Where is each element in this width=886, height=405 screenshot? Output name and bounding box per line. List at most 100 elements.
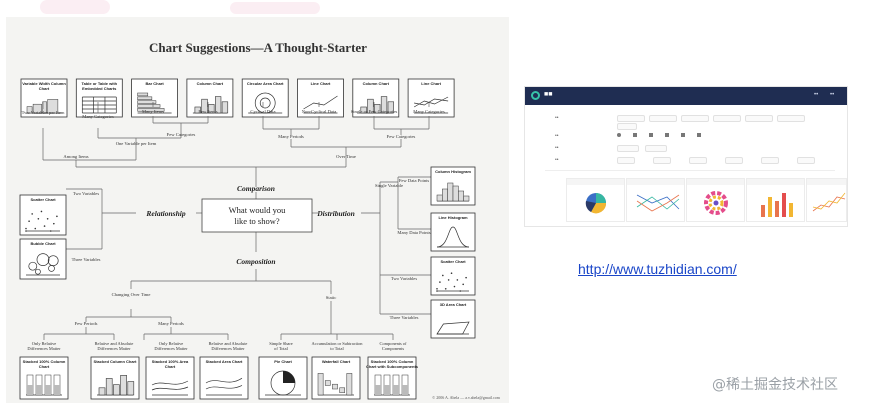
- screenshot-filter-pill: [649, 115, 677, 122]
- thumb-bar: [47, 99, 59, 114]
- chart-type-icon: [617, 133, 621, 137]
- line-thumb-icon: [812, 192, 846, 212]
- thumb-point: [40, 210, 43, 213]
- top-chart-box-2-title: Embedded Charts: [82, 86, 117, 91]
- thumb-bar: [215, 96, 222, 114]
- thumb-bar: [221, 101, 229, 114]
- top-chart-box-3-title: Bar Chart: [145, 81, 164, 86]
- distribution-chart-box-3-title: Scatter Chart: [440, 259, 466, 264]
- thumb-bar: [113, 384, 120, 396]
- thumb-bar-segment: [402, 385, 408, 395]
- sunburst-thumb-icon: [704, 191, 728, 215]
- thumb-bar: [447, 182, 454, 202]
- thumb-card-pie[interactable]: [566, 178, 625, 222]
- thumb-bar: [332, 383, 338, 390]
- screenshot-filter-pill: [745, 115, 773, 122]
- thumb-point: [465, 276, 467, 279]
- composition-leaf-label-1: Differences Matter: [27, 346, 61, 351]
- thumb-bar: [137, 96, 153, 100]
- screenshot-nav-mark-2: ••: [830, 92, 835, 98]
- tuzhidian-link[interactable]: http://www.tuzhidian.com/: [578, 261, 737, 277]
- thumb-card-parallel[interactable]: [626, 178, 685, 222]
- thumb-bar: [105, 378, 113, 396]
- thumb-bar: [452, 185, 459, 202]
- screenshot-brand-mark: ■■: [544, 91, 553, 98]
- thumb-point: [28, 220, 30, 223]
- card-header: [627, 179, 684, 185]
- relationship-scatter-box-title: Scatter Chart: [30, 197, 56, 202]
- thumb-point: [459, 290, 462, 292]
- branch-composition: Composition: [236, 257, 275, 266]
- label-few-categories-2: Few Categories: [387, 134, 416, 139]
- chart-type-icon: [681, 133, 685, 137]
- screenshot-row-2: ••: [555, 133, 559, 139]
- screenshot-row-4: ••: [555, 157, 559, 163]
- thumb-card-sunburst[interactable]: [686, 178, 745, 222]
- thumb-bar: [26, 106, 33, 114]
- distribution-chart-box-2-title: Line Histogram: [438, 215, 468, 220]
- label-few-data-points: Few Data Points: [399, 178, 430, 183]
- thumb-area: [436, 321, 470, 335]
- label-among-items: Among Items: [63, 154, 88, 159]
- composition-chart-box-3-title: Stacked 100% Area: [152, 359, 189, 364]
- composition-chart-box-6-title: Waterfall Chart: [322, 359, 351, 364]
- thumb-bar: [137, 100, 157, 104]
- thumb-point: [447, 279, 450, 281]
- label-two-variables: Two Variables: [73, 191, 99, 196]
- thumb-bar: [98, 387, 106, 396]
- composition-chart-box-7-title: Stacked 100% Column: [371, 359, 414, 364]
- thumb-card-bar[interactable]: [746, 178, 805, 222]
- composition-leaf-label-1: Only Relative: [32, 341, 57, 346]
- divider: [545, 170, 835, 171]
- chart-type-icon: [665, 133, 669, 137]
- thumb-point: [25, 227, 27, 230]
- thumb-bar-segment: [36, 385, 42, 395]
- branch-relationship: Relationship: [145, 209, 185, 218]
- thumb-bar: [463, 195, 470, 202]
- thumb-curve: [436, 226, 470, 248]
- thumb-bar: [208, 104, 215, 114]
- parallel-thumb-icon: [636, 194, 680, 212]
- composition-chart-box-5-title: Pie Chart: [274, 359, 292, 364]
- label-single-variable: Single Variable: [375, 183, 403, 188]
- thumb-card-line[interactable]: [806, 178, 847, 222]
- thumb-bar: [317, 373, 324, 396]
- composition-leaf-label-5: of Total: [274, 346, 288, 351]
- composition-leaf-label-3: Differences Matter: [154, 346, 188, 351]
- bar-thumb-icon: [761, 193, 793, 217]
- thumb-bar-segment: [54, 385, 60, 395]
- label-changing-over-time: Changing Over Time: [112, 292, 151, 297]
- composition-chart-box-4: [199, 356, 249, 400]
- pie-thumb-icon: [585, 193, 607, 214]
- top-chart-box-1: [20, 78, 68, 118]
- composition-chart-box-3-title: Chart: [165, 364, 176, 369]
- composition-leaf-label-4: Differences Matter: [211, 346, 245, 351]
- thumb-bubble: [47, 255, 59, 267]
- composition-leaf-label-2: Relative and Absolute: [95, 341, 134, 346]
- thumb-point: [34, 227, 37, 230]
- thumb-bar: [458, 190, 464, 202]
- screenshot-filter-pill: [777, 115, 805, 122]
- composition-leaf-label-5: Simple Share: [269, 341, 293, 346]
- top-chart-box-1-title: Chart: [39, 86, 50, 91]
- brand-logo-icon: [531, 91, 540, 100]
- thumb-point: [450, 272, 453, 275]
- label-static: Static: [326, 295, 336, 300]
- label-many-items: Many Items: [142, 109, 164, 114]
- screenshot-filter-pill: [681, 115, 709, 122]
- label-many-periods: Many Periods: [278, 134, 304, 139]
- chart-type-icon: [633, 133, 637, 137]
- label-many-categories: Many Categories: [82, 114, 114, 119]
- relationship-bubble-box: [19, 238, 67, 280]
- thumb-point: [56, 215, 58, 218]
- chart-suggestions-sheet: Chart Suggestions—A Thought-Starter Vari…: [6, 17, 509, 403]
- screenshot-filter-pill: [797, 157, 815, 164]
- thumb-bubble: [28, 261, 38, 271]
- thumb-bar: [367, 98, 374, 114]
- composition-leaf-label-3: Only Relative: [159, 341, 184, 346]
- label-cyclical: Cyclical Data: [250, 109, 275, 114]
- thumb-point: [444, 287, 447, 290]
- label-many-periods-comp: Many Periods: [158, 321, 184, 326]
